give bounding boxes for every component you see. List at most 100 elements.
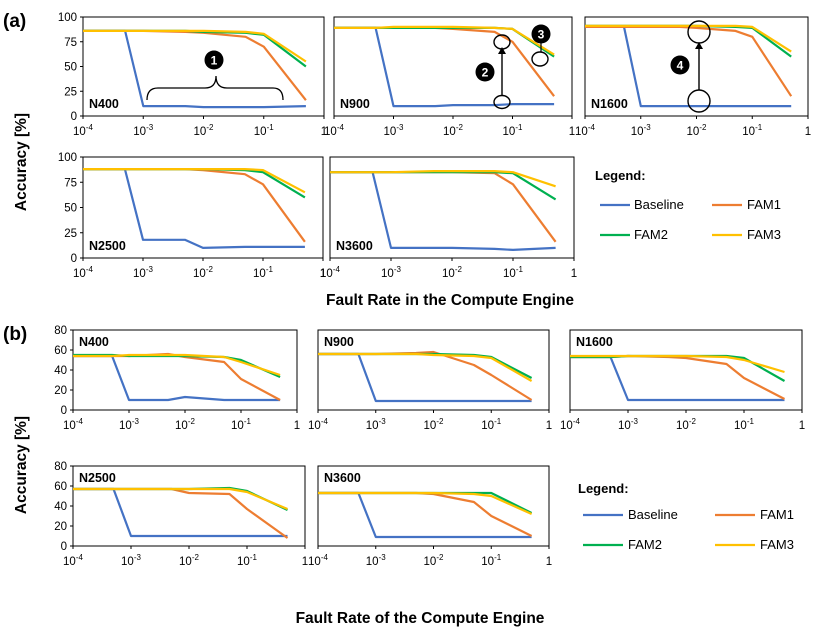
legend-a-label-fam3: FAM3 [747,227,781,242]
chart-b-n3600-xtick-label: 1 [546,556,552,568]
chart-b-n1600-series-baseline [570,355,785,402]
chart-a-n400-xtick-label: 10-1 [254,123,274,138]
chart-b-n2500-xtick-label: 10-2 [179,553,199,568]
chart-b-n2500-xtick-label: 10-1 [237,553,257,568]
chart-b-n900-title: N900 [324,335,354,349]
chart-a-n1600-xtick-label: 10-2 [687,123,707,138]
figure-b-xlabel: Fault Rate of the Compute Engine [296,610,545,627]
legend-a-title: Legend: [595,168,646,183]
chart-a-n400-xtick-label: 10-3 [133,123,153,138]
chart-b-n900: 10-4 10-3 10-2 10-1 1 N900 [308,329,552,432]
chart-a-n3600-series-baseline [330,171,556,251]
chart-a-n1600-xtick-label: 1 [805,126,811,138]
chart-b-n2500-ytick-label: 20 [54,521,67,533]
chart-b-n900-xtick-label: 10-1 [481,417,501,432]
chart-b-n3600-xtick-label: 10-2 [424,553,444,568]
chart-a-n1600-series-fam3 [585,24,792,53]
chart-b-n1600-xtick-label: 10-4 [560,417,580,432]
chart-b-n3600-series-fam3 [318,491,533,516]
figure-a-ylabel: Accuracy [%] [13,113,30,211]
chart-b-n900-series-baseline [318,352,532,403]
chart-a-n900-xtick-label: 10-4 [324,123,344,138]
chart-a-n900-xtick-label: 10-2 [443,123,463,138]
chart-a-n400-xtick-label: 1 [321,126,327,138]
chart-b-n900-xtick-label: 10-4 [308,417,328,432]
chart-a-n1600-xtick-label: 10-3 [631,123,651,138]
chart-a-n2500-xtick-label: 10-1 [253,265,273,280]
chart-a-n2500-ytick-label: 0 [71,253,77,265]
chart-b-n2500-xtick-label: 1 [302,556,308,568]
chart-a-n3600-xtick-label: 10-2 [442,265,462,280]
chart-b-n1600-xtick-label: 10-3 [618,417,638,432]
chart-b-n3600-title: N3600 [324,471,361,485]
brace-1 [146,75,284,101]
chart-b-n1600-xtick-label: 10-2 [676,417,696,432]
chart-b-n2500-ytick-label: 60 [54,481,67,493]
marker-3-text: 3 [538,28,545,42]
chart-a-n3600-xtick-label: 1 [571,268,577,280]
legend-b-title: Legend: [578,481,629,496]
chart-a-n900-xtick-label: 1 [569,126,575,138]
chart-a-n2500-series-fam3 [83,168,306,194]
chart-a-n1600-xtick-label: 10-4 [575,123,595,138]
chart-b-n3600-xtick-label: 10-3 [366,553,386,568]
chart-b-n900-xtick-label: 1 [546,420,552,432]
chart-b-n900-xtick-label: 10-3 [366,417,386,432]
chart-b-n400-series-fam3 [73,353,281,377]
chart-a-n400-series-fam3 [83,29,307,63]
chart-b-n400-xtick-label: 10-3 [119,417,139,432]
legend-b-label-fam3: FAM3 [760,537,794,552]
chart-b-n2500-ytick-label: 0 [61,541,67,553]
chart-b-n1600-series-fam3 [570,354,785,374]
chart-b-n1600: 10-4 10-3 10-2 10-1 1 N1600 [560,329,805,432]
chart-a-n2500-title: N2500 [89,239,126,253]
marker-2-badge [475,62,495,82]
figure-a-xlabel: Fault Rate in the Compute Engine [326,292,574,309]
figure-b-label: (b) [3,324,27,345]
chart-b-n1600-title: N1600 [576,335,613,349]
legend-b-label-fam2: FAM2 [628,537,662,552]
chart-a-n400-series-baseline [83,29,306,109]
marker-1-text: 1 [211,54,218,68]
marker-2-arrowhead [498,47,506,54]
chart-b-n2500-ytick-label: 40 [54,501,67,513]
marker-4-badge [670,55,690,75]
chart-a-n2500-series-baseline [83,168,305,249]
chart-a-n400-ytick-label: 0 [71,111,77,123]
chart-b-n400-ytick-label: 60 [54,345,67,357]
chart-a-n1600-title: N1600 [591,97,628,111]
chart-b-n400-series-baseline [73,354,281,402]
chart-a-n2500-ytick-label: 75 [64,177,77,189]
marker-4-arrowhead [695,42,703,49]
chart-b-n1600-xtick-label: 10-1 [734,417,754,432]
chart-a-n900-xtick-label: 10-1 [503,123,523,138]
chart-b-n2500-xtick-label: 10-4 [63,553,83,568]
chart-a-n1600-series-baseline [585,25,792,108]
chart-b-n400-xtick-label: 10-4 [63,417,83,432]
chart-a-n2500-xtick-label: 1 [320,268,326,280]
legend-a-label-fam2: FAM2 [634,227,668,242]
legend-b-label-baseline: Baseline [628,507,678,522]
chart-a-n3600-xtick-label: 10-3 [381,265,401,280]
marker-3-ring [531,51,549,67]
legend-a-label-fam1: FAM1 [747,197,781,212]
chart-b-n400-ytick-label: 20 [54,385,67,397]
chart-b-n2500-title: N2500 [79,471,116,485]
chart-a-n2500-ytick-label: 25 [64,228,77,240]
legend-b: Legend: Baseline FAM1 FAM2 FAM3 [578,481,794,552]
chart-b-n3600-xtick-label: 10-1 [481,553,501,568]
figure-b-ylabel: Accuracy [%] [13,416,30,514]
chart-b-n900-series-fam3 [318,352,533,382]
marker-2-text: 2 [482,66,489,80]
chart-a-n400-title: N400 [89,97,119,111]
chart-b-n1600-xtick-label: 1 [799,420,805,432]
chart-b-n900-xtick-label: 10-2 [424,417,444,432]
chart-b-n2500-xtick-label: 10-3 [121,553,141,568]
chart-b-n2500-series-fam3 [73,487,288,511]
chart-a-n2500-xtick-label: 10-4 [73,265,93,280]
